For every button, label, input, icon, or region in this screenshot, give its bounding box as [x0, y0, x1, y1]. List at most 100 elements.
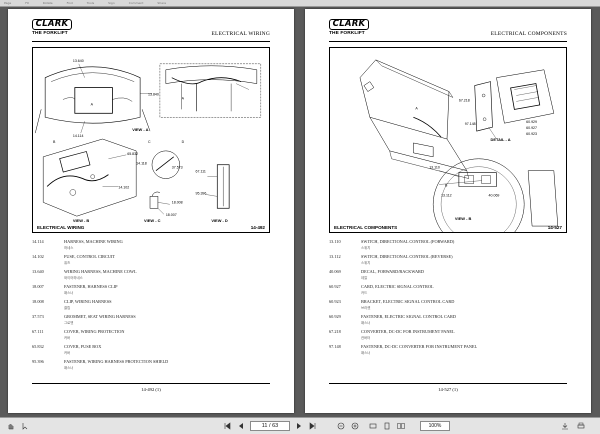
part-code: 95.396	[32, 359, 44, 364]
figure-caption: ELECTRICAL WIRING	[37, 225, 85, 230]
page-number: 14-492 (1)	[141, 387, 161, 392]
view-label: VIEW - B	[73, 218, 90, 223]
callout: B	[445, 183, 448, 187]
menu-item[interactable]: Find	[66, 1, 73, 5]
page-header: CLARK THE FORKLIFT ELECTRICAL COMPONENTS	[329, 19, 567, 43]
callout: 14.114	[73, 134, 84, 138]
header-rule	[32, 41, 270, 42]
part-code: 18.007	[32, 284, 44, 289]
download-icon[interactable]	[560, 420, 570, 432]
callout: 97.148	[465, 122, 476, 126]
callout: 14.102	[118, 185, 129, 189]
print-icon[interactable]	[576, 420, 586, 432]
part-desc-local: 패스너	[361, 320, 371, 325]
hand-tool-icon[interactable]	[6, 420, 16, 432]
footer-rule	[32, 383, 270, 384]
menu-item[interactable]: Sign	[108, 1, 115, 5]
page-footer: 14-492 (1)	[32, 383, 270, 392]
view-label: VIEW - C	[144, 218, 161, 223]
callout: A	[415, 106, 418, 110]
part-desc-local: 그로멧	[64, 320, 74, 325]
callout: A	[182, 96, 185, 100]
part-code: 40.069	[329, 269, 341, 274]
part-desc: CARD, ELECTRIC SIGNAL CONTROL	[361, 284, 434, 289]
view-label: VIEW - A	[132, 127, 148, 132]
menu-item[interactable]: Fit	[25, 1, 29, 5]
part-desc-local: 커버	[64, 350, 71, 355]
callout: 67.218	[459, 98, 470, 102]
part-desc: COVER, FUSE BOX	[64, 344, 102, 349]
previous-page-icon[interactable]	[236, 420, 246, 432]
components-diagram: DETAIL - A VIEW - B A B 67.218 60.929 60…	[359, 59, 559, 232]
callout: 18.008	[172, 200, 183, 204]
fit-width-icon[interactable]	[368, 420, 378, 432]
part-desc-local: 와이어하네스	[64, 275, 83, 280]
callout: 65.832	[127, 152, 138, 156]
part-desc-local: 패스너	[361, 350, 371, 355]
page-number: 14-527 (1)	[438, 387, 458, 392]
part-desc: SWITCH, DIRECTIONAL CONTROL (REVERSE)	[361, 254, 453, 259]
figure-number: 14-527	[547, 225, 562, 230]
part-desc: CLIP, WIRING HARNESS	[64, 299, 112, 304]
menu-item[interactable]: Rotate	[42, 1, 53, 5]
part-desc: COVER, WIRING PROTECTION	[64, 329, 125, 334]
legend-row: 13.112 SWITCH, DIRECTIONAL CONTROL (REVER…	[329, 254, 567, 269]
figure-electrical-components: DETAIL - A VIEW - B A B 67.218 60.929 60…	[329, 47, 567, 233]
part-code: 13.640	[32, 269, 44, 274]
zoom-in-icon[interactable]	[350, 420, 360, 432]
menu-item[interactable]: Tools	[86, 1, 95, 5]
part-code: 67.111	[32, 329, 44, 334]
part-code: 60.929	[329, 314, 341, 319]
section-title: ELECTRICAL COMPONENTS	[490, 31, 567, 37]
part-desc-local: 브라켓	[361, 305, 371, 310]
page-footer: 14-527 (1)	[329, 383, 567, 392]
first-page-icon[interactable]	[222, 420, 232, 432]
callout: 40.069	[489, 193, 500, 197]
menu-item[interactable]: Page	[4, 1, 12, 5]
viewer-toolbar: 11 / 63 100%	[0, 417, 600, 434]
two-page-view-icon[interactable]	[396, 420, 406, 432]
part-code: 14.102	[32, 254, 44, 259]
zoom-out-icon[interactable]	[336, 420, 346, 432]
page-number-input[interactable]: 11 / 63	[250, 421, 290, 431]
part-desc: FASTENER, DC-DC CONVERTER FOR INSTRUMENT…	[361, 344, 478, 349]
menu-item[interactable]: Comment	[128, 1, 144, 5]
select-tool-icon[interactable]	[20, 420, 30, 432]
callout: 18.007	[166, 213, 177, 217]
callout: 60.927	[526, 126, 537, 130]
part-desc: GROMMET, SEAT WIRING HARNESS	[64, 314, 136, 319]
part-desc: BRACKET, ELECTRIC SIGNAL CONTROL CARD	[361, 299, 455, 304]
menu-item[interactable]: Share	[157, 1, 167, 5]
page-header: CLARK THE FORKLIFT ELECTRICAL WIRING	[32, 19, 270, 43]
last-page-icon[interactable]	[308, 420, 318, 432]
view-label: VIEW - B	[455, 216, 472, 221]
part-code: 13.112	[329, 254, 341, 259]
part-desc-local: 커버	[64, 335, 71, 340]
zoom-select[interactable]: 100%	[420, 421, 450, 431]
brand-logo: CLARK THE FORKLIFT	[329, 19, 371, 40]
viewer-menu-bar: Page Fit Rotate Find Tools Sign Comment …	[0, 0, 600, 7]
part-desc: SWITCH, DIRECTIONAL CONTROL (FORWARD)	[361, 239, 455, 244]
part-code: 18.008	[32, 299, 44, 304]
part-desc: DECAL, FORWARD/BACKWARD	[361, 269, 425, 274]
part-desc: WIRING HARNESS, MACHINE COWL	[64, 269, 137, 274]
callout: A	[91, 102, 94, 106]
next-page-icon[interactable]	[294, 420, 304, 432]
fit-page-icon[interactable]	[382, 420, 392, 432]
callout: C	[148, 140, 151, 144]
part-desc-local: 스위치	[361, 260, 371, 265]
brand-logo: CLARK THE FORKLIFT	[32, 19, 74, 40]
